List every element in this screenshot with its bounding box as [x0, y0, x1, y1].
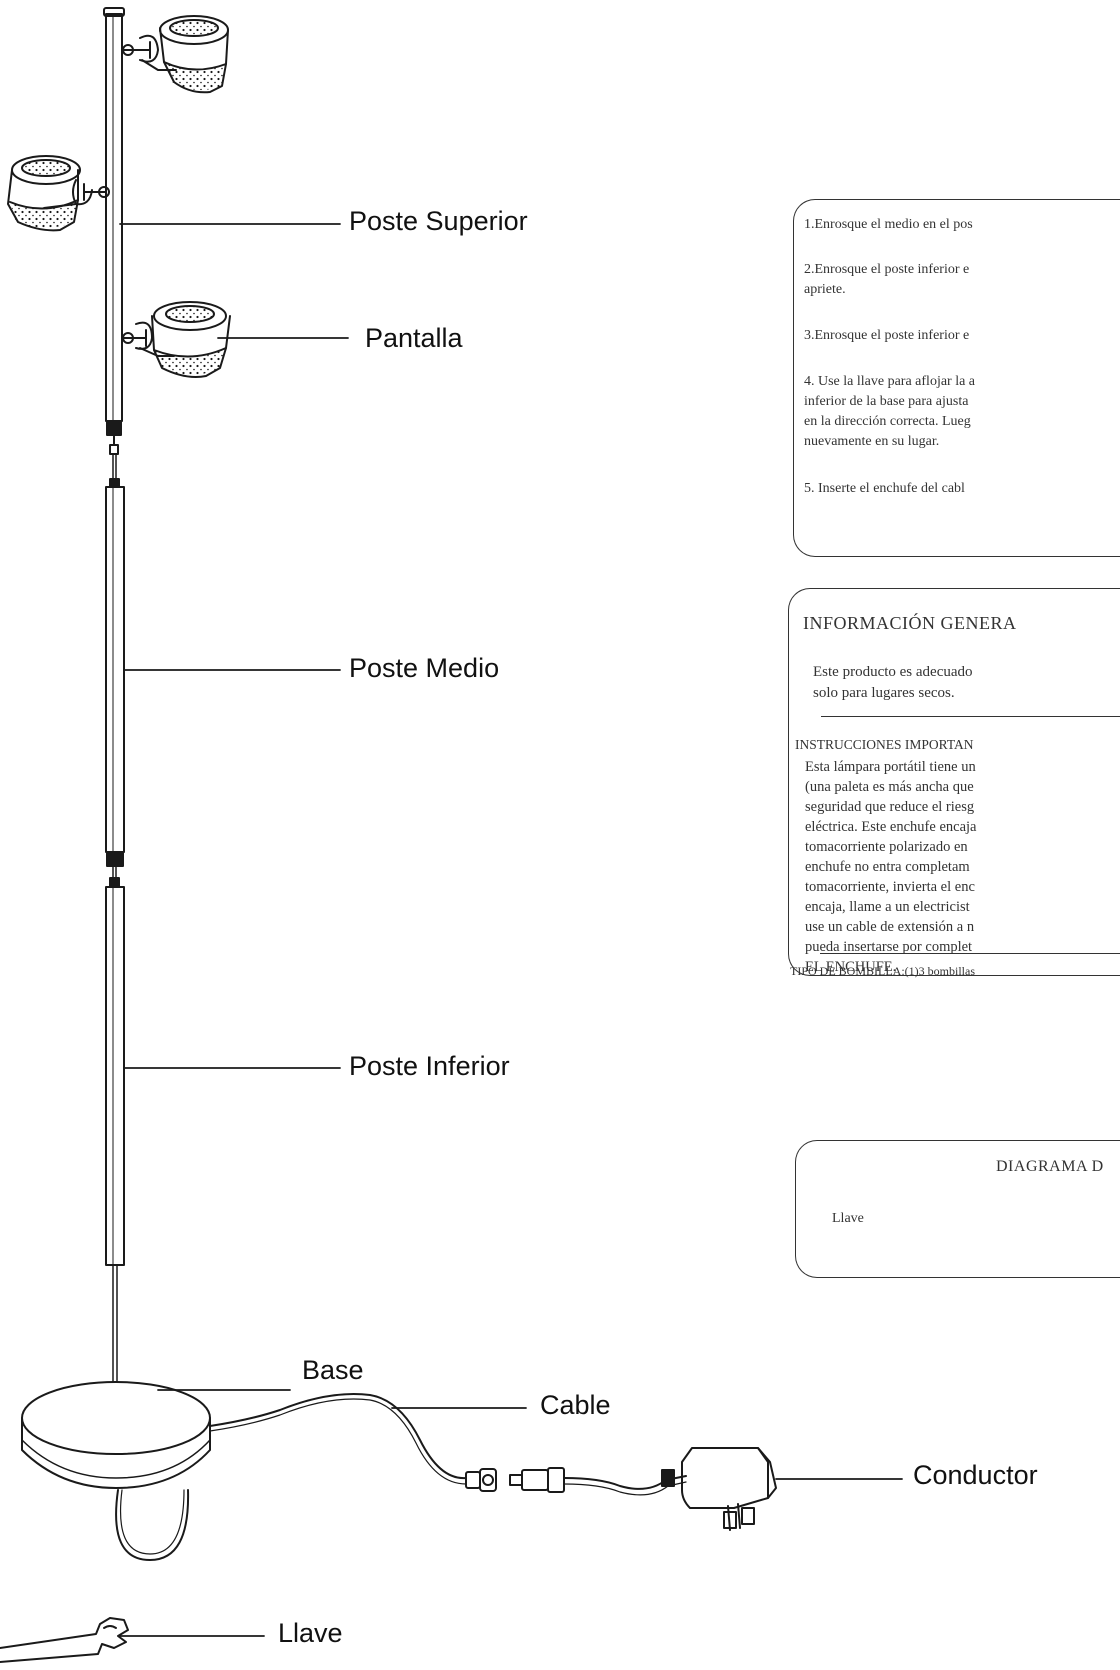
parts-diagram-key-label: Llave [832, 1211, 864, 1226]
step-4-line: 4. Use la llave para aflojar la a [804, 374, 976, 389]
step-3-line: 3.Enrosque el poste inferior e [804, 328, 970, 343]
important-line: enchufe no entra completam [805, 859, 970, 875]
step-1-line: 1.Enrosque el medio en el pos [804, 217, 973, 232]
assembly-steps-box: 1.Enrosque el medio en el pos 2.Enrosque… [793, 199, 1120, 557]
divider [820, 953, 1120, 954]
label-cable: Cable [540, 1390, 611, 1420]
adapter-plug [509, 1467, 687, 1496]
shade-left [7, 155, 110, 232]
general-info-body: Este producto es adecuado solo para luga… [813, 662, 973, 704]
shade-top [122, 15, 229, 94]
general-info-line: Este producto es adecuado [813, 664, 973, 680]
label-llave: Llave [278, 1618, 343, 1648]
shade-middle [122, 301, 231, 378]
step-4-line-cont: en la dirección correcta. Lueg [804, 414, 971, 429]
label-conductor: Conductor [913, 1460, 1038, 1490]
important-line: EL ENCHUFE. [805, 959, 897, 975]
label-pantalla: Pantalla [365, 323, 463, 353]
step-2-line-cont: apriete. [804, 282, 846, 297]
label-poste-inferior: Poste Inferior [349, 1051, 510, 1081]
parts-diagram-box: DIAGRAMA D Llave [795, 1140, 1120, 1278]
parts-diagram-title: DIAGRAMA D [996, 1158, 1104, 1175]
important-line: eléctrica. Este enchufe encaja [805, 819, 977, 835]
important-line: seguridad que reduce el riesg [805, 799, 975, 815]
wrench-tool [0, 1617, 129, 1663]
general-info-line: solo para lugares secos. [813, 685, 955, 701]
adapter-body [681, 1447, 777, 1531]
pole-top-cap [103, 7, 125, 17]
important-line: (una paleta es más ancha que [805, 779, 974, 795]
bulb-type-text: TIPO DE BOMBILLA:(1)3 bombillas [790, 964, 975, 978]
general-info-box: INFORMACIÓN GENERA Este producto es adec… [788, 588, 1120, 976]
important-line: pueda insertarse por complet [805, 939, 973, 955]
important-line: Esta lámpara portátil tiene un [805, 759, 976, 775]
label-poste-superior: Poste Superior [349, 206, 528, 236]
middle-pole [105, 486, 125, 867]
general-info-title: INFORMACIÓN GENERA [803, 613, 1017, 633]
power-cable [209, 1393, 497, 1492]
important-line: tomacorriente, invierta el enc [805, 879, 975, 895]
step-4-line-cont: nuevamente en su lugar. [804, 434, 940, 449]
step-5-line: 5. Inserte el enchufe del cabl [804, 481, 965, 496]
important-line: encaja, llame a un electricist [805, 899, 970, 915]
important-line: tomacorriente polarizado en [805, 839, 968, 855]
lamp-base [21, 1381, 211, 1561]
lower-pole [105, 886, 125, 1417]
label-base: Base [302, 1355, 364, 1385]
step-4-line-cont: inferior de la base para ajusta [804, 394, 969, 409]
divider [821, 716, 1120, 717]
connector-upper-middle [109, 453, 120, 488]
upper-pole [105, 13, 123, 455]
important-line: use un cable de extensión a n [805, 919, 975, 935]
step-2-line: 2.Enrosque el poste inferior e [804, 262, 970, 277]
label-poste-medio: Poste Medio [349, 653, 500, 683]
connector-middle-lower [109, 865, 120, 888]
leader-lines [119, 223, 903, 1637]
important-instructions-title: INSTRUCCIONES IMPORTAN [795, 737, 974, 752]
